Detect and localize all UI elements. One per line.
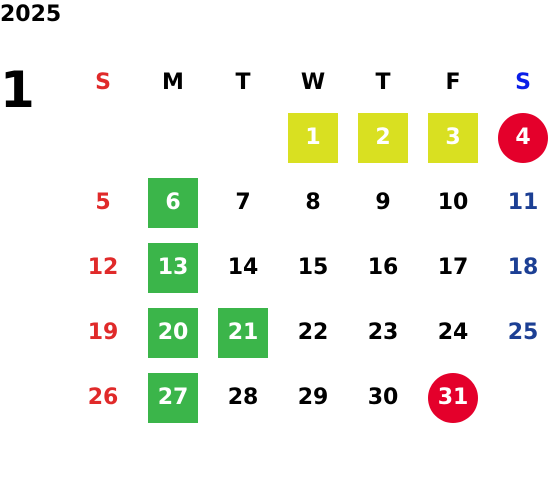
weekday-tuesday: T [235, 69, 251, 95]
day-cell: 15 [297, 255, 329, 280]
calendar-grid: S M T W T F S 1 2 3 4 5 6 7 8 9 10 11 [68, 57, 548, 430]
day-cell-highlight-yellow: 3 [428, 112, 478, 163]
weekday-thursday: T [375, 69, 391, 95]
weekday-sunday: S [95, 69, 111, 95]
day-cell [498, 373, 548, 423]
day-cell-highlight-red: 4 [498, 112, 548, 163]
day-cell: 23 [367, 320, 399, 345]
day-cell-highlight-green: 27 [148, 372, 198, 423]
day-cell: 30 [367, 385, 399, 410]
day-cell: 22 [297, 320, 329, 345]
year-label: 2025 [0, 2, 62, 27]
day-cell [218, 113, 268, 163]
day-cell: 14 [227, 255, 259, 280]
day-cell-highlight-red: 31 [428, 372, 478, 423]
day-cell: 18 [507, 255, 539, 280]
week-row-2: 5 6 7 8 9 10 11 [68, 170, 548, 235]
day-cell: 17 [437, 255, 469, 280]
day-cell-highlight-green: 21 [218, 307, 268, 358]
day-cell: 26 [87, 385, 119, 410]
day-cell: 12 [87, 255, 119, 280]
day-cell-highlight-yellow: 1 [288, 112, 338, 163]
day-cell-highlight-green: 20 [148, 307, 198, 358]
day-cell: 24 [437, 320, 469, 345]
weekday-header-row: S M T W T F S [68, 57, 548, 105]
day-cell-highlight-yellow: 2 [358, 112, 408, 163]
day-cell-highlight-green: 6 [148, 177, 198, 228]
day-cell: 7 [235, 190, 251, 215]
day-cell: 10 [437, 190, 469, 215]
weekday-saturday: S [515, 69, 531, 95]
week-row-4: 19 20 21 22 23 24 25 [68, 300, 548, 365]
day-cell: 11 [507, 190, 539, 215]
weekday-friday: F [445, 69, 461, 95]
week-row-3: 12 13 14 15 16 17 18 [68, 235, 548, 300]
day-cell-highlight-green: 13 [148, 242, 198, 293]
week-row-5: 26 27 28 29 30 31 [68, 365, 548, 430]
day-cell: 19 [87, 320, 119, 345]
day-cell: 8 [305, 190, 321, 215]
day-cell: 29 [297, 385, 329, 410]
day-cell [78, 113, 128, 163]
day-cell [148, 113, 198, 163]
weekday-wednesday: W [300, 69, 326, 95]
day-cell: 25 [507, 320, 539, 345]
weekday-monday: M [162, 69, 184, 95]
day-cell: 28 [227, 385, 259, 410]
day-cell: 9 [375, 190, 391, 215]
week-row-1: 1 2 3 4 [68, 105, 548, 170]
month-number: 1 [0, 61, 35, 119]
day-cell: 5 [95, 190, 111, 215]
day-cell: 16 [367, 255, 399, 280]
